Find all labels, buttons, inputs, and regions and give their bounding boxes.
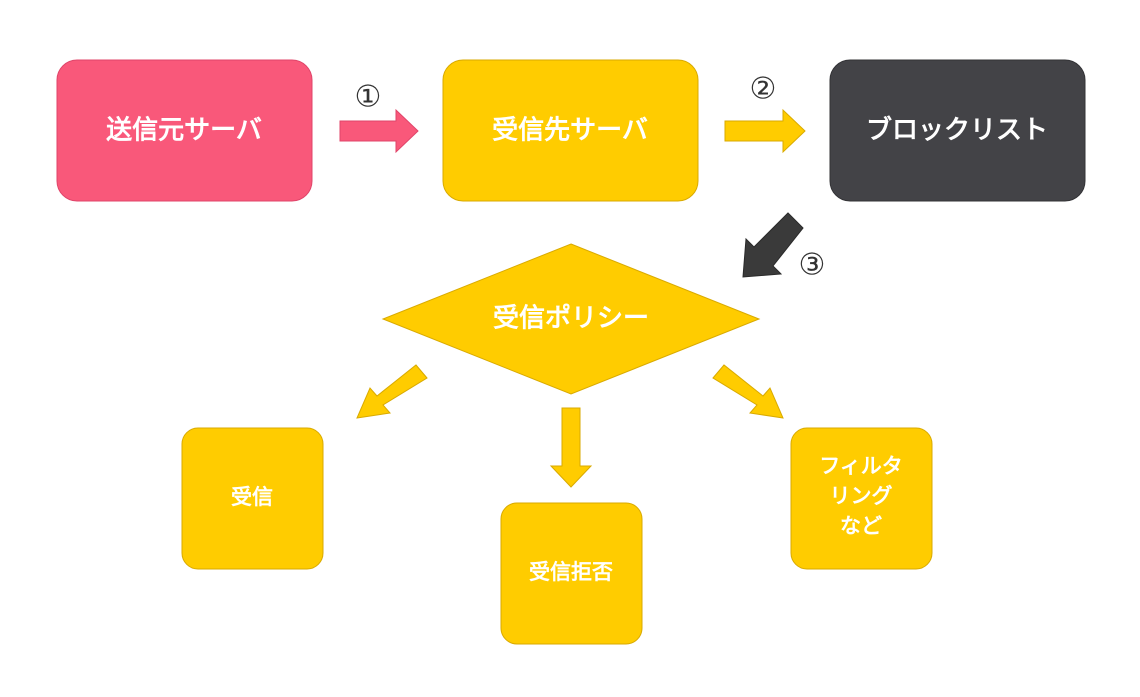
receiver-server-node: 受信先サーバ (442, 59, 699, 202)
policy-label: 受信ポリシー (493, 303, 649, 334)
filter-label-line-1: フィルタ (819, 454, 903, 478)
step-3-marker: ③ (799, 248, 826, 283)
step-1-marker: ① (355, 80, 382, 115)
filter-label-line-3: など (840, 514, 882, 538)
arrow-sender-to-receiver (339, 108, 419, 154)
sender-server-box (56, 59, 313, 202)
receiver-server-box (442, 59, 699, 202)
blocklist-box (829, 59, 1086, 202)
filter-node: フィルタ リング など (790, 427, 933, 570)
arrow-policy-to-accept (356, 364, 428, 419)
arrow-policy-to-filter (712, 364, 784, 419)
policy-diamond (381, 243, 761, 395)
reject-label: 受信拒否 (529, 560, 613, 584)
reject-node: 受信拒否 (500, 502, 643, 645)
filter-label-line-2: リング (830, 484, 893, 508)
accept-node: 受信 (181, 427, 324, 570)
arrow-policy-to-reject (549, 407, 593, 488)
blocklist-node: ブロックリスト (829, 59, 1086, 202)
arrow-receiver-to-blocklist (724, 108, 806, 154)
sender-server-label: 送信元サーバ (106, 116, 262, 146)
policy-node: 受信ポリシー (381, 243, 761, 395)
filter-box (790, 427, 933, 570)
blocklist-label: ブロックリスト (866, 115, 1048, 146)
sender-server-node: 送信元サーバ (56, 59, 313, 202)
reject-box (500, 502, 643, 645)
receiver-server-label: 受信先サーバ (492, 115, 648, 146)
arrow-blocklist-to-policy (742, 212, 804, 278)
accept-box (181, 427, 324, 570)
step-2-marker: ② (750, 72, 777, 107)
accept-label: 受信 (231, 485, 273, 509)
